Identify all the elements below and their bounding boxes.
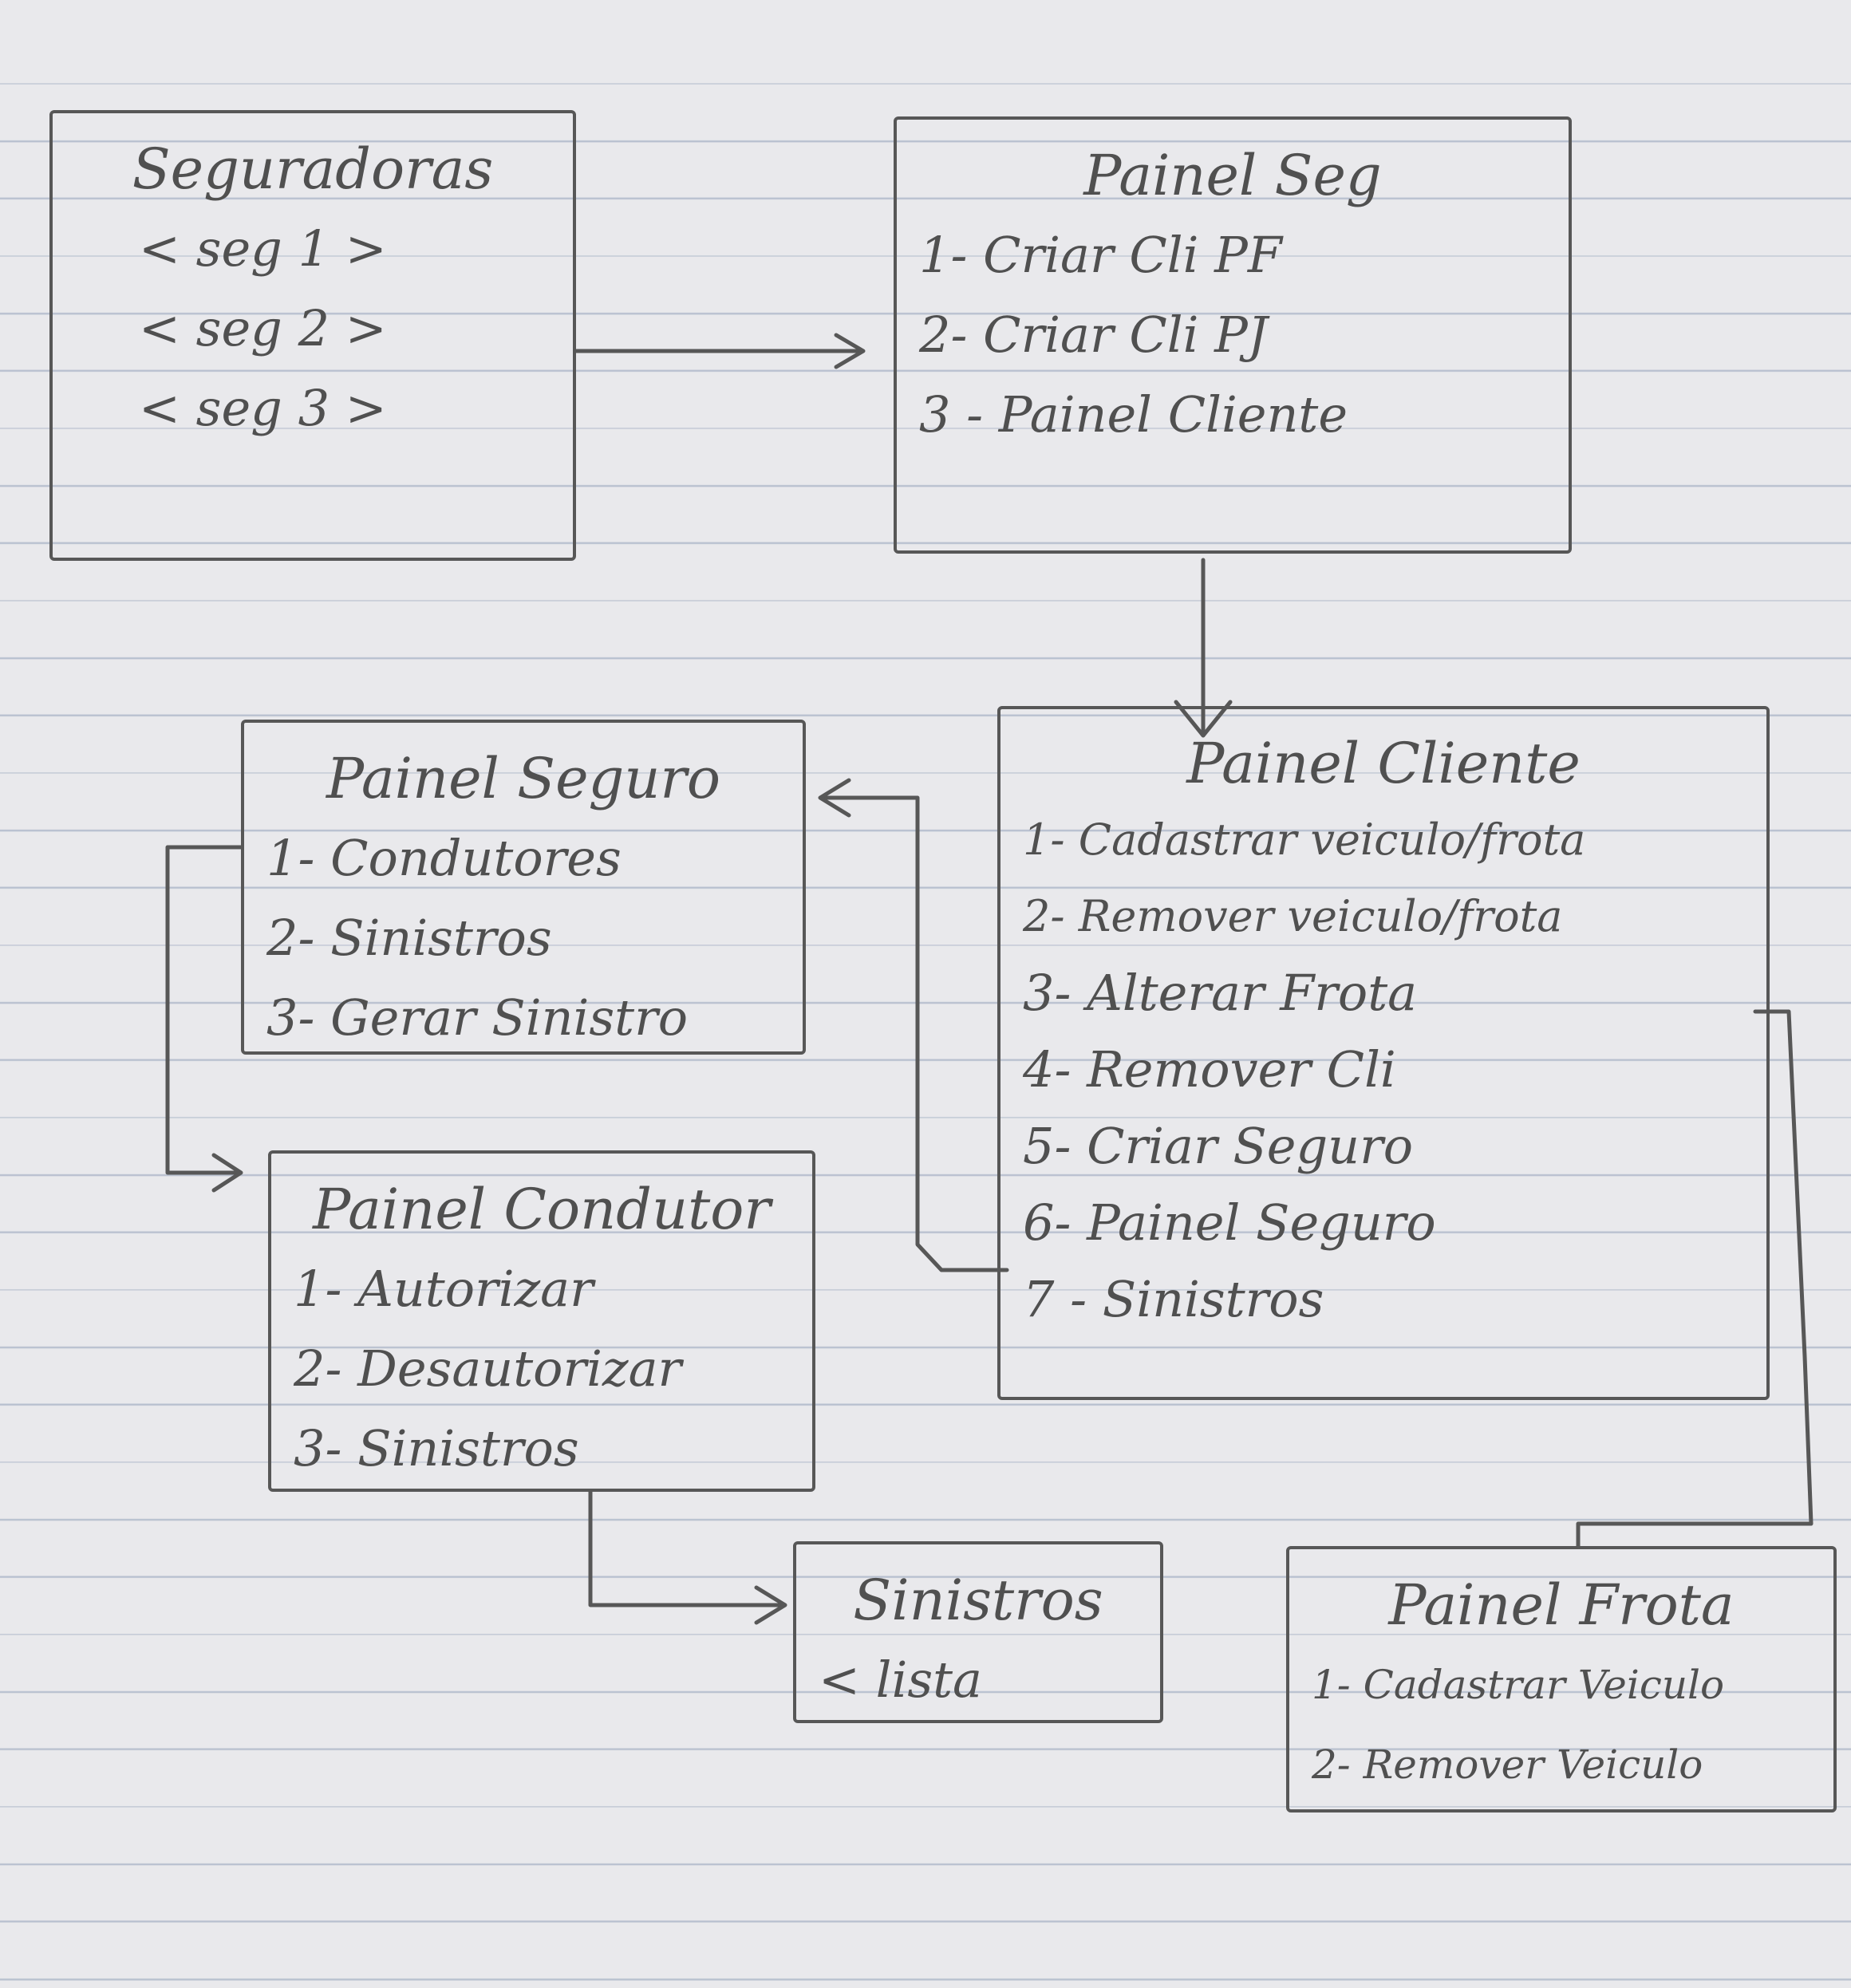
menu-item: 1- Condutores	[266, 829, 622, 887]
box-title: Painel Seg	[1083, 143, 1382, 208]
painel-seguro-box: Painel Seguro 1- Condutores 2- Sinistros…	[241, 720, 806, 1055]
painel-condutor-box: Painel Condutor 1- Autorizar 2- Desautor…	[268, 1150, 815, 1492]
box-title: Seguradoras	[132, 136, 494, 202]
sinistros-box: Sinistros < lista	[793, 1541, 1163, 1723]
menu-item: 2- Remover Veiculo	[1312, 1741, 1703, 1788]
menu-item: 1- Autorizar	[294, 1260, 594, 1318]
arrow-painel-cliente-to-painel-seguro	[818, 778, 1009, 1272]
menu-item: 3- Alterar Frota	[1023, 964, 1418, 1022]
menu-item: 1- Criar Cli PF	[919, 226, 1282, 284]
list-item: < seg 2 >	[139, 299, 387, 357]
box-title: Painel Cliente	[1186, 731, 1581, 796]
arrow-painel-cliente-to-painel-frota	[1576, 1009, 1814, 1548]
menu-item: 7 - Sinistros	[1023, 1270, 1324, 1328]
list-item: < lista	[819, 1651, 983, 1709]
arrow-seguradoras-to-painel-seg	[574, 333, 866, 369]
box-title: Painel Frota	[1388, 1572, 1735, 1638]
list-item: < seg 1 >	[139, 219, 387, 278]
box-title: Painel Condutor	[313, 1177, 771, 1242]
arrow-painel-seg-to-painel-cliente	[1174, 558, 1233, 738]
painel-seg-box: Painel Seg 1- Criar Cli PF 2- Criar Cli …	[894, 116, 1572, 554]
menu-item: 4- Remover Cli	[1023, 1040, 1396, 1099]
menu-item: 2- Desautorizar	[294, 1339, 682, 1398]
menu-item: 3- Gerar Sinistro	[266, 988, 689, 1047]
menu-item: 2- Sinistros	[266, 909, 552, 967]
arrow-painel-condutor-to-sinistros	[588, 1489, 787, 1625]
list-item: < seg 3 >	[139, 379, 387, 437]
arrow-painel-seguro-to-painel-condutor	[165, 845, 243, 1193]
menu-item: 2- Criar Cli PJ	[919, 306, 1268, 364]
box-title: Painel Seguro	[326, 746, 721, 811]
box-title: Sinistros	[853, 1568, 1103, 1633]
menu-item: 1- Cadastrar Veiculo	[1312, 1662, 1725, 1708]
painel-cliente-box: Painel Cliente 1- Cadastrar veiculo/frot…	[997, 706, 1770, 1400]
menu-item: 3 - Painel Cliente	[919, 385, 1348, 444]
menu-item: 2- Remover veiculo/frota	[1023, 891, 1563, 941]
seguradoras-box: Seguradoras < seg 1 > < seg 2 > < seg 3 …	[49, 110, 576, 561]
menu-item: 1- Cadastrar veiculo/frota	[1023, 815, 1586, 865]
painel-frota-box: Painel Frota 1- Cadastrar Veiculo 2- Rem…	[1286, 1546, 1837, 1812]
menu-item: 5- Criar Seguro	[1023, 1117, 1414, 1175]
menu-item: 3- Sinistros	[294, 1419, 579, 1477]
menu-item: 6- Painel Seguro	[1023, 1193, 1436, 1252]
